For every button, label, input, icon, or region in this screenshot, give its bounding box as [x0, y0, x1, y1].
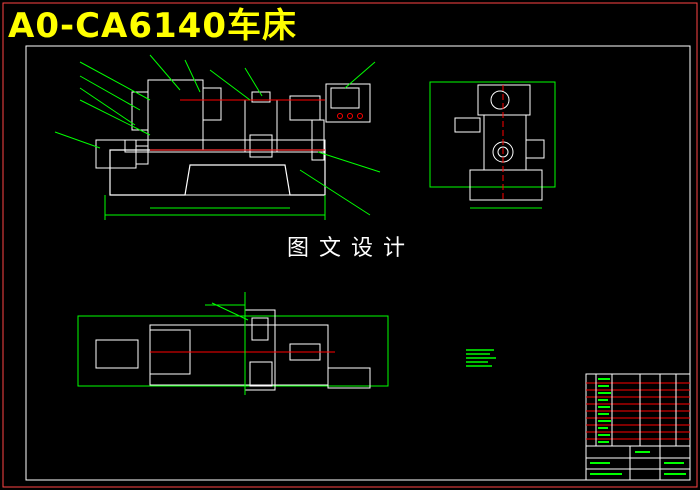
motor-end: [135, 145, 149, 165]
control-knob-3: [357, 113, 363, 119]
control-knob-1: [337, 113, 343, 119]
control-cabinet: [325, 83, 371, 123]
tailstock-base: [311, 119, 325, 161]
side-chuck: [490, 90, 510, 110]
title-block: [585, 373, 691, 481]
tailstock: [289, 95, 321, 121]
title-block-frame: [585, 373, 691, 481]
apron: [249, 134, 273, 158]
parts-list-text-marks: [598, 378, 611, 443]
title-block-lower-text: [590, 451, 686, 475]
tool-post: [251, 91, 271, 103]
motor-body: [95, 139, 137, 169]
side-view: [429, 81, 556, 209]
side-headstock: [477, 84, 531, 116]
leader-lines: [54, 54, 381, 216]
drawing-caption: 图文设计: [287, 236, 416, 261]
top-view: [77, 292, 389, 395]
bed-rail: [124, 139, 326, 153]
top-tool-post: [251, 317, 269, 341]
drawing-title: A0-CA6140车床: [8, 6, 297, 46]
side-handwheel: [525, 139, 545, 159]
bed-base-outline: [109, 149, 326, 196]
front-view: [54, 54, 381, 220]
side-frame-outline: [429, 81, 556, 188]
control-screen: [330, 87, 360, 109]
top-apron: [249, 361, 273, 387]
parts-list: [586, 374, 690, 447]
control-knob-2: [347, 113, 353, 119]
side-cross-slide: [454, 117, 481, 133]
top-control: [327, 367, 371, 389]
top-leader: [211, 302, 249, 321]
note-block: [466, 349, 496, 367]
title-block-lower: [586, 446, 690, 480]
top-bed: [149, 324, 329, 386]
chuck: [202, 87, 222, 121]
top-frame-outline: [77, 315, 389, 387]
side-base: [469, 169, 543, 201]
sheet-inner-frame: [25, 45, 691, 481]
top-motor: [95, 339, 139, 369]
